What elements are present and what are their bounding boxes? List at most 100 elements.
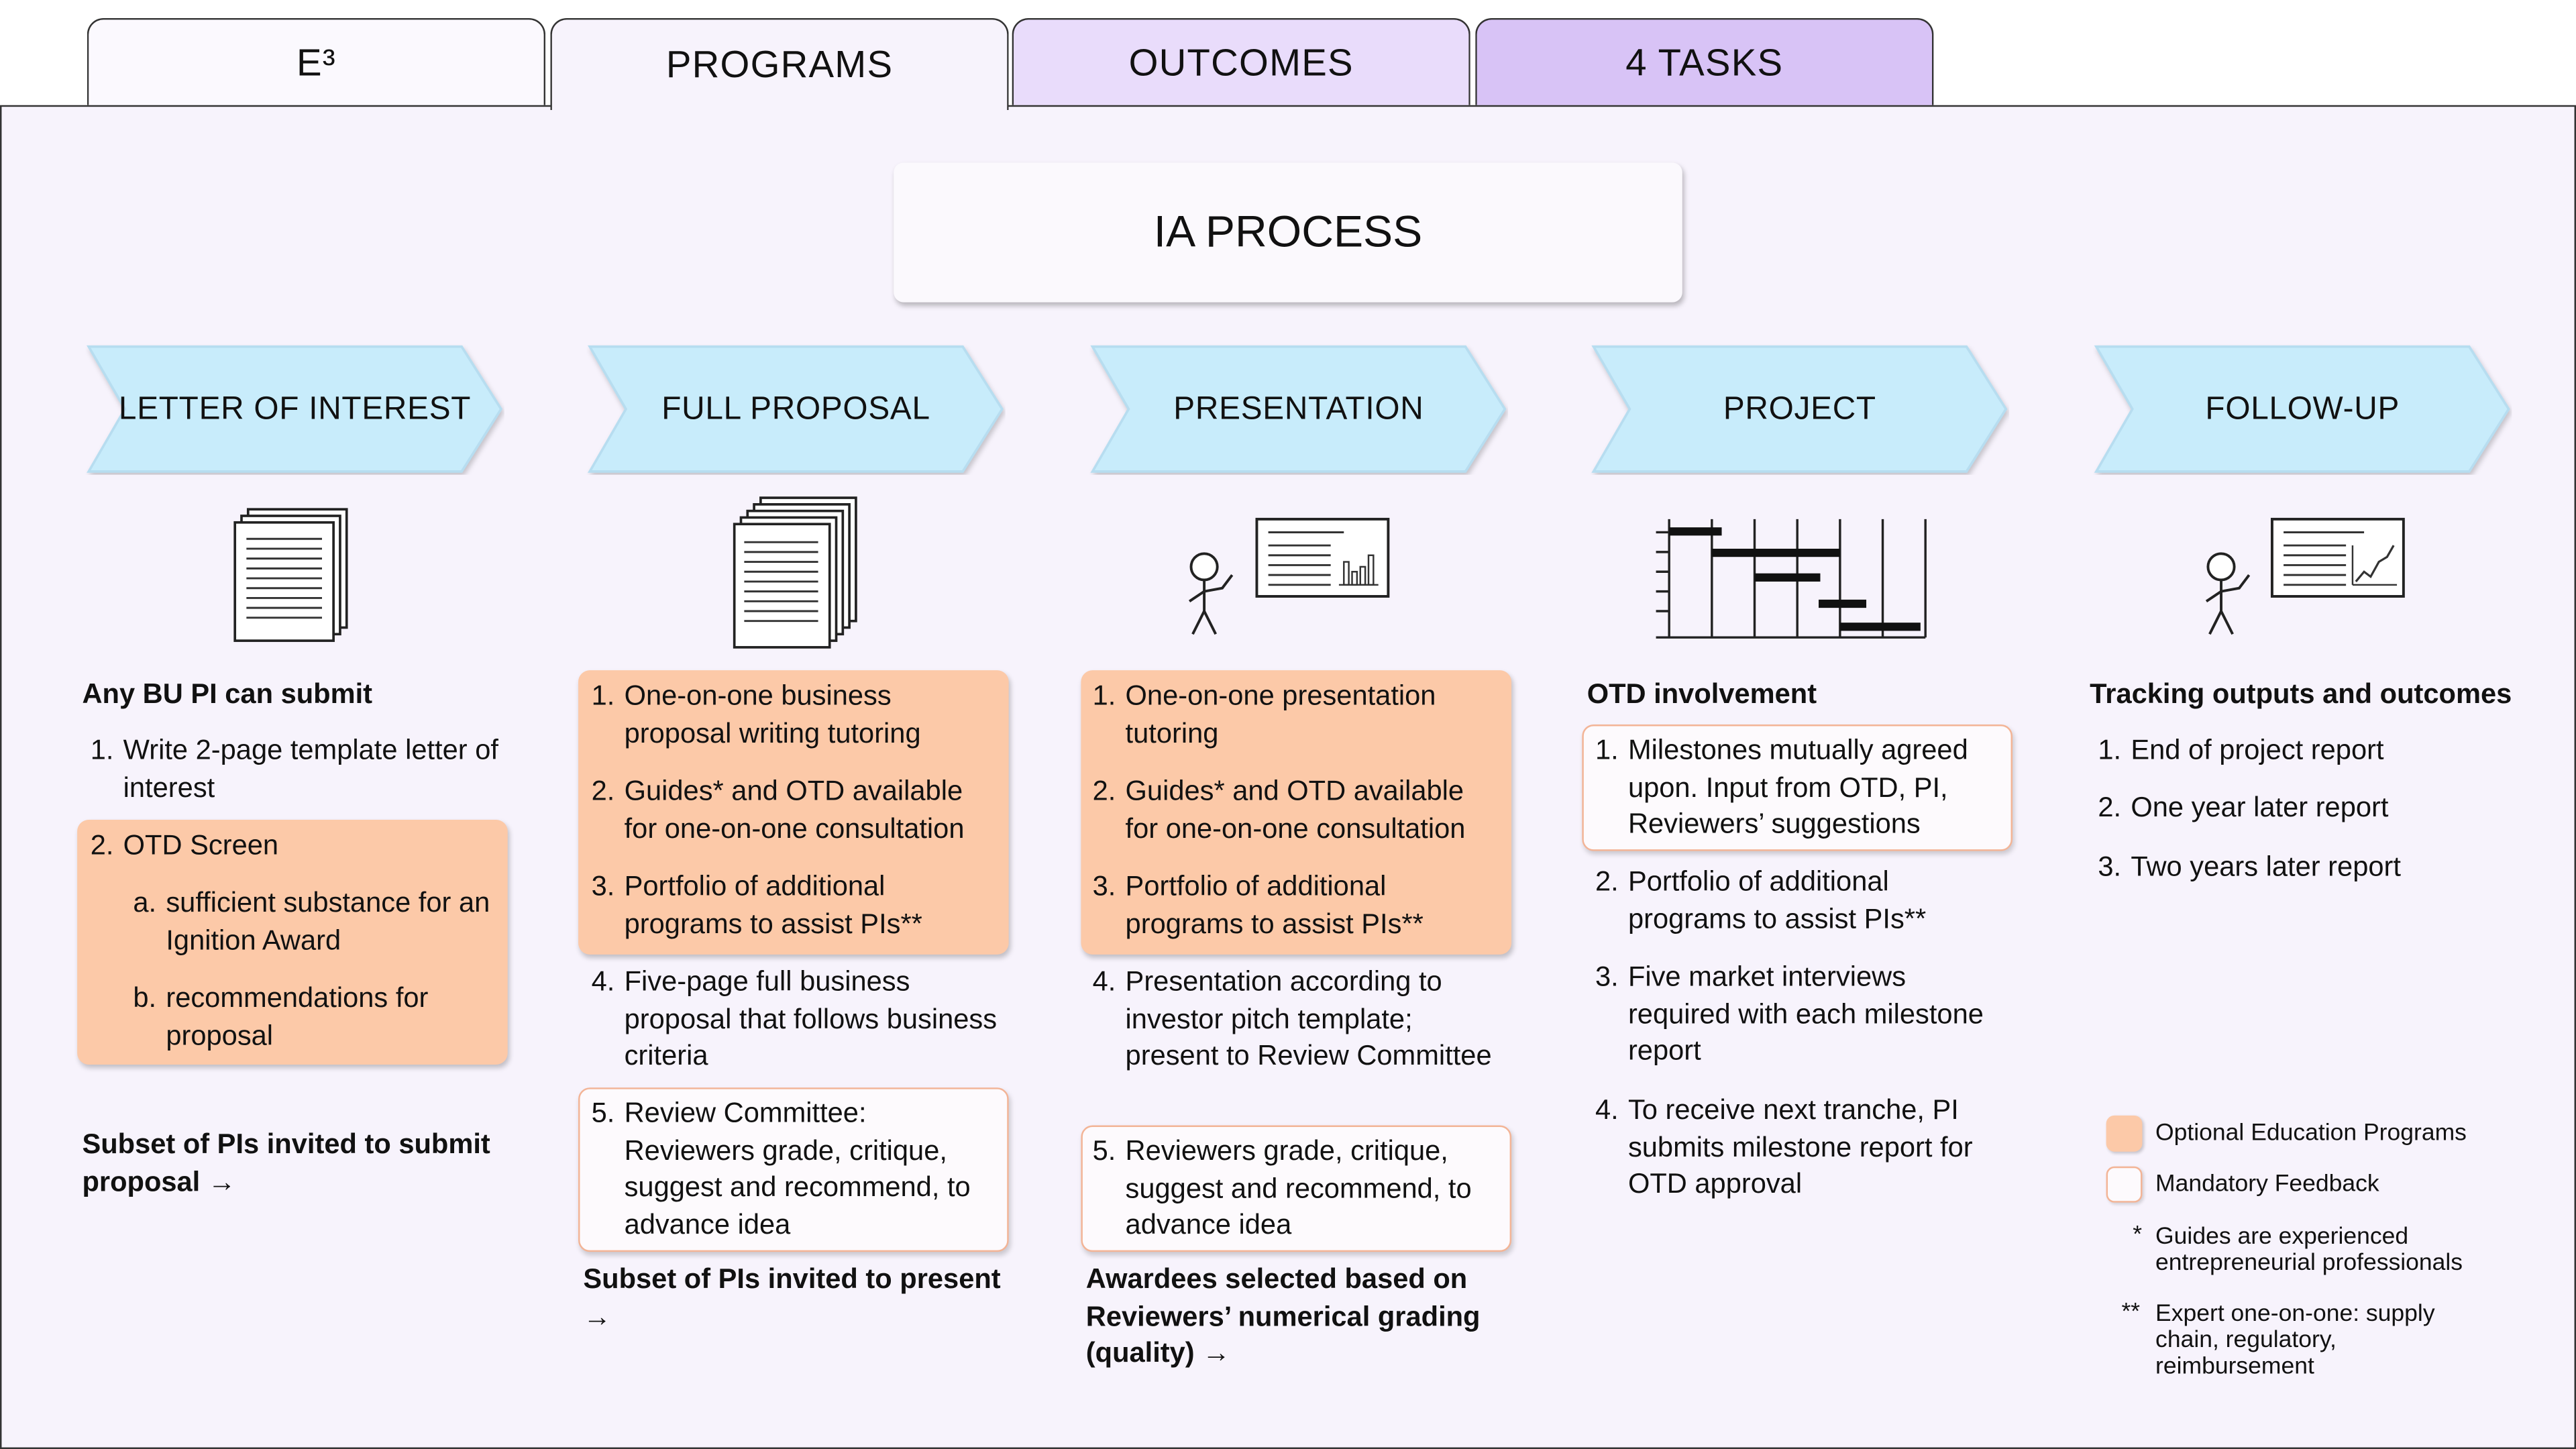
list-item: 4. Five-page full business proposal that… [592, 965, 1002, 1075]
list-item: 3. Two years later report [2098, 849, 2508, 886]
stage-label: LETTER OF INTEREST [118, 390, 472, 427]
item-number: 3. [591, 870, 615, 902]
item-number: 3. [2098, 851, 2122, 883]
list-item: 5. Reviewers grade, critique, suggest an… [1093, 1134, 1503, 1244]
item-text: sufficient substance for an Ignition Awa… [166, 887, 490, 956]
item-text: One year later report [2131, 792, 2389, 823]
stage-label: FOLLOW-UP [2205, 390, 2400, 427]
list-item: 1. One-on-one presentation tutoring [1093, 678, 1503, 752]
stage-presentation: PRESENTATION [1089, 343, 1508, 475]
item-text: Five-page full business proposal that fo… [624, 966, 998, 1071]
stage-project: PROJECT [1591, 343, 2009, 475]
list-item: 2. Guides* and OTD available for one-on-… [1093, 773, 1503, 847]
footnote-guides: Guides are experienced entrepreneurial p… [2155, 1224, 2463, 1277]
outcome-text: Subset of PIs invited to present → [583, 1263, 1001, 1332]
legend-optional-label: Optional Education Programs [2155, 1120, 2467, 1147]
item-text: End of project report [2131, 734, 2384, 766]
stage-full-proposal: FULL PROPOSAL [586, 343, 1005, 475]
stage-label: FULL PROPOSAL [661, 390, 930, 427]
item-text: Write 2-page template letter of interest [123, 734, 498, 803]
mandatory-feedback-box [1081, 1125, 1512, 1252]
item-number: 2. [1092, 775, 1116, 807]
list-item: 2. Guides* and OTD available for one-on-… [592, 773, 1002, 847]
item-text: Portfolio of additional programs to assi… [624, 870, 922, 939]
chevron-shape [87, 345, 503, 473]
page-title: IA PROCESS [894, 162, 1682, 303]
gantt-chart-icon [1656, 519, 1927, 639]
stage-follow-up: FOLLOW-UP [2093, 343, 2512, 475]
presenter-bar-chart-icon [1188, 517, 1390, 635]
column-heading: Any BU PI can submit [82, 678, 373, 710]
item-text: Review Committee: Reviewers grade, criti… [624, 1097, 971, 1240]
list-item: 3. Portfolio of additional programs to a… [592, 869, 1002, 943]
list-item: 4. To receive next tranche, PI submits m… [1595, 1093, 2006, 1203]
item-text: To receive next tranche, PI submits mile… [1627, 1094, 1973, 1199]
stage-letter-of-interest: LETTER OF INTEREST [85, 343, 504, 475]
item-number: 4. [1092, 966, 1116, 998]
item-text: Presentation according to investor pitch… [1125, 966, 1492, 1071]
legend-mandatory-label: Mandatory Feedback [2155, 1171, 2379, 1198]
column-heading: OTD involvement [1587, 678, 1817, 710]
column-heading: Tracking outputs and outcomes [2090, 678, 2512, 710]
item-number: 1. [591, 680, 615, 712]
item-number: 2. [90, 829, 114, 861]
item-text: recommendations for proposal [166, 982, 429, 1051]
outcome-text: Subset of PIs invited to submit proposal… [82, 1128, 490, 1197]
optional-program-box [1081, 670, 1512, 955]
list-item: 2. Portfolio of additional programs to a… [1595, 864, 2006, 938]
item-text: Guides* and OTD available for one-on-one… [1125, 775, 1466, 844]
item-number: 3. [1595, 961, 1619, 993]
list-item: 2. One year later report [2098, 790, 2508, 827]
item-number: 4. [1595, 1094, 1619, 1126]
item-number: 4. [591, 966, 615, 998]
item-number: 2. [591, 775, 615, 807]
item-number: 5. [591, 1097, 615, 1129]
tab-4-tasks[interactable]: 4 TASKS [1475, 17, 1934, 105]
item-number: 1. [1595, 734, 1619, 766]
item-number: 2. [1595, 865, 1619, 898]
chevron-shape [2094, 345, 2510, 473]
footnote-marker: ** [2121, 1299, 2141, 1326]
optional-program-box [77, 820, 508, 1065]
item-number: 1. [2098, 734, 2122, 766]
presenter-trend-chart-icon [2205, 517, 2405, 635]
chevron-shape [1090, 345, 1507, 473]
item-number: 5. [1092, 1135, 1116, 1167]
list-item: 2. OTD Screen [91, 828, 501, 865]
tab-outcomes[interactable]: OUTCOMES [1012, 17, 1470, 105]
mandatory-feedback-box [1582, 724, 2013, 851]
item-text: Reviewers grade, critique, suggest and r… [1125, 1135, 1472, 1240]
footnote-expert: Expert one-on-one: supply chain, regulat… [2155, 1301, 2435, 1381]
item-text: One-on-one business proposal writing tut… [624, 680, 921, 749]
chevron-shape [1591, 345, 2008, 473]
chevron-shape [587, 345, 1004, 473]
list-sub-item: a. sufficient substance for an Ignition … [133, 885, 501, 959]
item-number: 1. [90, 734, 114, 766]
mandatory-feedback-box [578, 1087, 1009, 1252]
item-text: OTD Screen [123, 829, 279, 861]
optional-swatch [2106, 1115, 2143, 1152]
item-text: Two years later report [2131, 851, 2401, 883]
item-text: Portfolio of additional programs to assi… [1125, 870, 1424, 939]
item-text: Milestones mutually agreed upon. Input f… [1627, 734, 1968, 840]
optional-program-box [578, 670, 1009, 955]
outcome-text: Awardees selected based on Reviewers’ nu… [1085, 1263, 1481, 1369]
item-number: 1. [1092, 680, 1116, 712]
list-item: 3. Portfolio of additional programs to a… [1093, 869, 1503, 943]
list-item: 1. Write 2-page template letter of inter… [91, 733, 504, 806]
tab-programs[interactable]: PROGRAMS [550, 17, 1009, 111]
stage-label: PRESENTATION [1173, 390, 1424, 427]
tab-e3[interactable]: E³ [87, 17, 546, 105]
item-text: One-on-one presentation tutoring [1125, 680, 1436, 749]
list-sub-item: b. recommendations for proposal [133, 981, 501, 1055]
document-stack-icon [233, 508, 348, 642]
mandatory-swatch [2106, 1166, 2143, 1203]
list-item: 3. Five market interviews required with … [1595, 959, 2006, 1070]
stage-label: PROJECT [1723, 390, 1876, 427]
document-stack-icon [733, 496, 857, 649]
item-text: Five market interviews required with eac… [1627, 961, 1984, 1067]
item-letter: b. [133, 982, 157, 1014]
item-number: 2. [2098, 792, 2122, 823]
list-item: 4. Presentation according to investor pi… [1093, 965, 1503, 1075]
list-item: 1. One-on-one business proposal writing … [592, 678, 1002, 752]
